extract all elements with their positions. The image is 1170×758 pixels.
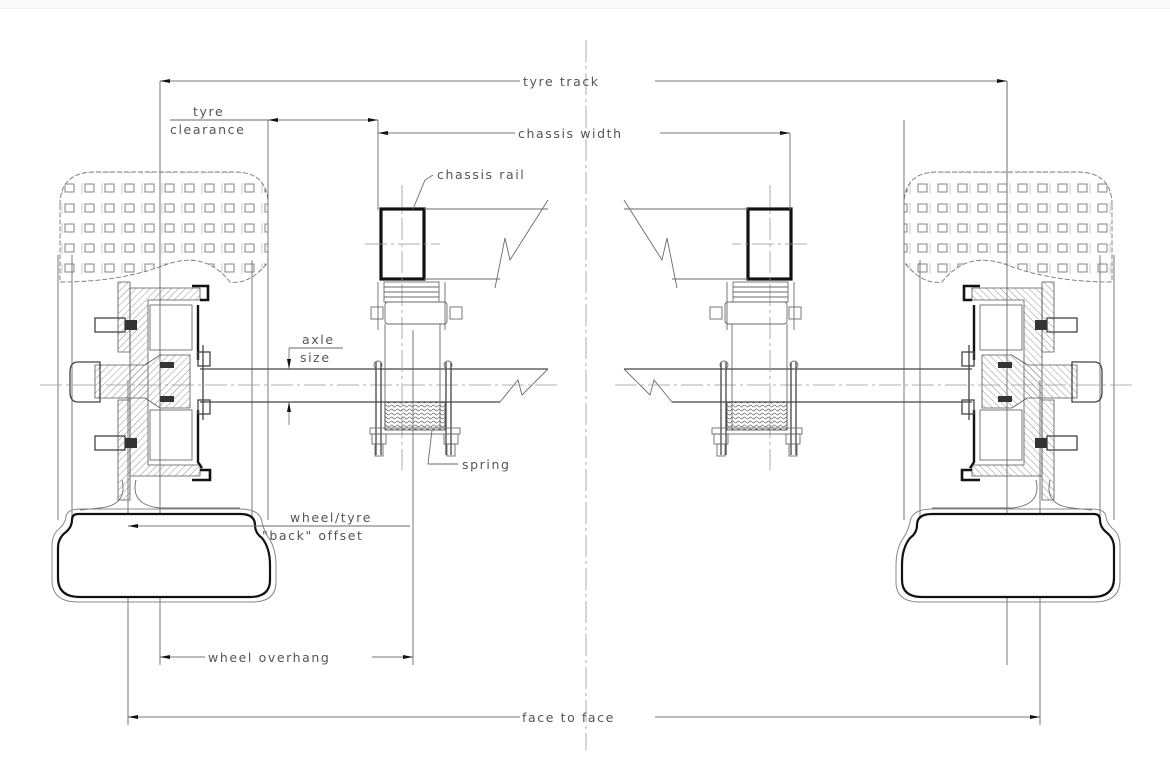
label-axle-size-1: axle [302, 332, 335, 347]
dimension-tyre-clearance: tyre clearance [170, 104, 378, 137]
left-wheel-assembly [40, 81, 560, 725]
dimension-wheel-back-offset: wheel/tyre "back" offset [128, 330, 414, 665]
label-chassis-rail: chassis rail [437, 167, 525, 182]
right-wheel-assembly [612, 81, 1132, 725]
callout-chassis-rail: chassis rail [412, 167, 525, 210]
callout-spring: spring [427, 429, 511, 472]
label-tyre-clearance-2: clearance [170, 122, 245, 137]
dimension-wheel-overhang: wheel overhang [160, 650, 413, 665]
tyre-lower [56, 512, 272, 599]
hub-cap [69, 361, 101, 403]
dimension-chassis-width: chassis width [377, 120, 791, 210]
hub [94, 354, 191, 409]
label-spring: spring [462, 457, 511, 472]
dimension-axle-size: axle size [287, 332, 343, 425]
label-wheel-back-offset-1: wheel/tyre [290, 510, 372, 525]
leaf-spring [384, 401, 446, 431]
label-wheel-back-offset-2: "back" offset [262, 528, 364, 543]
suspension-left [365, 185, 549, 470]
tyre-tread-upper [59, 171, 269, 283]
top-border-strip [0, 0, 1170, 9]
axle-beam-left [40, 368, 560, 403]
label-chassis-width: chassis width [518, 126, 623, 141]
dimension-face-to-face: face to face [128, 710, 1040, 725]
label-tyre-track: tyre track [523, 74, 600, 89]
label-wheel-overhang: wheel overhang [208, 650, 330, 665]
brake-drum [129, 287, 201, 477]
dimension-tyre-track: tyre track [160, 74, 1008, 180]
label-face-to-face: face to face [522, 710, 615, 725]
wheel-stud-bolts [94, 317, 211, 451]
label-tyre-clearance-1: tyre [193, 104, 224, 119]
label-axle-size-2: size [300, 350, 331, 365]
